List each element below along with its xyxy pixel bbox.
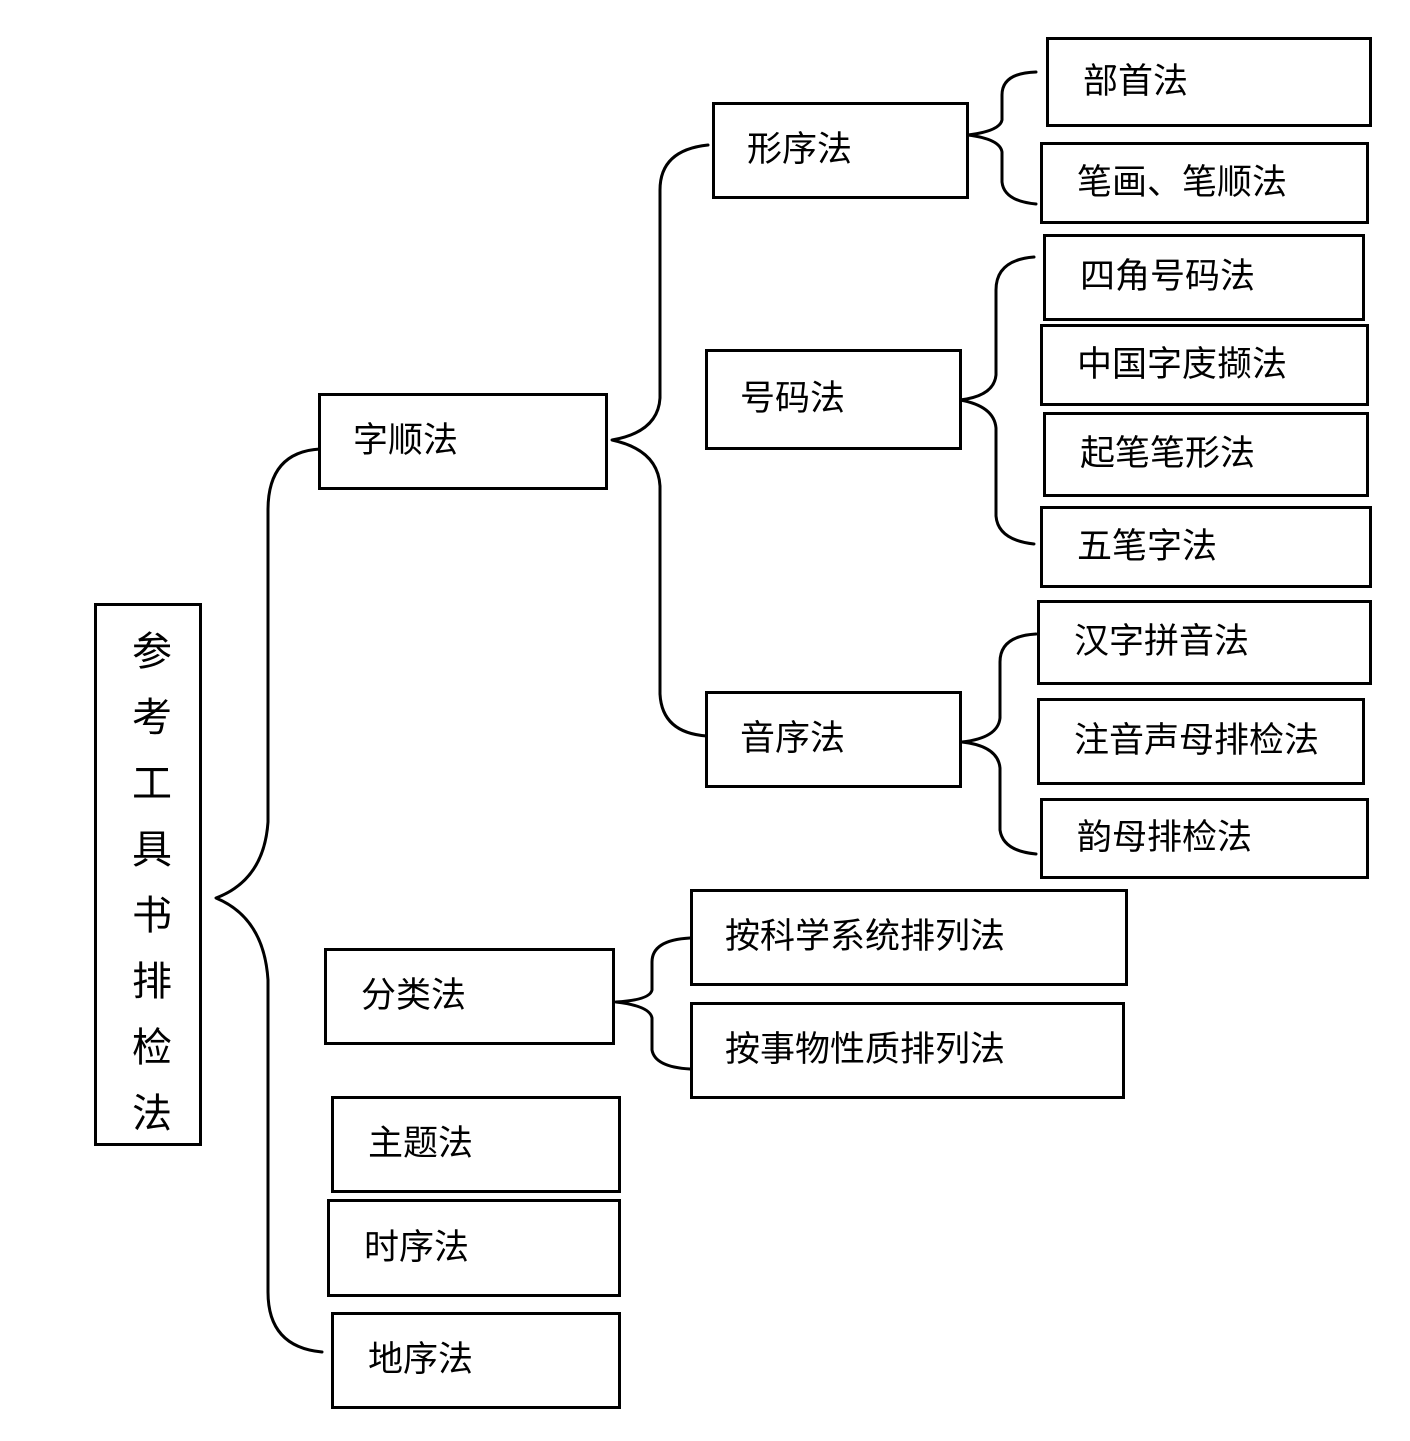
node-zhongguo: 中国字庋撷法 — [1040, 324, 1369, 406]
bracket-xingxu — [966, 70, 1038, 206]
node-bushou: 部首法 — [1046, 37, 1372, 127]
node-yunmu: 韵母排检法 — [1040, 798, 1369, 879]
node-bihua-label: 笔画、笔顺法 — [1077, 162, 1288, 203]
node-zhuyin-label: 注音声母排检法 — [1074, 721, 1320, 761]
node-bihua: 笔画、笔顺法 — [1040, 142, 1369, 224]
bracket-zishun — [610, 143, 710, 738]
node-zishun: 字顺法 — [318, 393, 608, 490]
node-dixu-label: 地序法 — [368, 1340, 474, 1380]
node-fenlei-label: 分类法 — [361, 976, 467, 1016]
node-qibi: 起笔笔形法 — [1043, 412, 1369, 497]
root-node: 参考工具书排检法 — [94, 603, 202, 1158]
node-yinxu-label: 音序法 — [740, 719, 846, 759]
node-yinxu: 音序法 — [705, 691, 962, 788]
node-zishun-label: 字顺法 — [353, 421, 459, 461]
node-pinyin: 汉字拼音法 — [1037, 600, 1372, 685]
node-bushou-label: 部首法 — [1083, 61, 1189, 102]
bracket-yinxu — [960, 632, 1038, 856]
node-xingxu-label: 形序法 — [747, 130, 853, 170]
node-shiwu: 按事物性质排列法 — [690, 1002, 1125, 1099]
node-zhuti: 主题法 — [331, 1096, 621, 1193]
node-fenlei: 分类法 — [324, 948, 615, 1045]
node-shixu-label: 时序法 — [364, 1227, 470, 1268]
node-sijiao: 四角号码法 — [1043, 234, 1365, 321]
root-label: 参考工具书排检法 — [125, 630, 171, 1158]
node-kexue-label: 按科学系统排列法 — [725, 917, 1006, 957]
node-wubi-label: 五笔字法 — [1077, 526, 1218, 567]
bracket-root — [214, 447, 324, 1354]
bracket-haoma — [958, 255, 1036, 546]
node-yunmu-label: 韵母排检法 — [1077, 818, 1253, 858]
node-xingxu: 形序法 — [712, 102, 969, 199]
node-kexue: 按科学系统排列法 — [690, 889, 1128, 986]
node-dixu: 地序法 — [331, 1312, 621, 1409]
node-qibi-label: 起笔笔形法 — [1080, 434, 1256, 474]
node-shiwu-label: 按事物性质排列法 — [725, 1030, 1006, 1070]
node-shixu: 时序法 — [327, 1199, 621, 1297]
node-sijiao-label: 四角号码法 — [1080, 257, 1256, 297]
node-zhongguo-label: 中国字庋撷法 — [1077, 344, 1288, 385]
node-haoma: 号码法 — [705, 349, 962, 450]
node-wubi: 五笔字法 — [1040, 506, 1372, 588]
node-zhuti-label: 主题法 — [368, 1124, 474, 1164]
node-pinyin-label: 汉字拼音法 — [1074, 622, 1250, 662]
bracket-fenlei — [614, 936, 692, 1071]
node-haoma-label: 号码法 — [740, 379, 846, 419]
node-zhuyin: 注音声母排检法 — [1037, 698, 1365, 785]
